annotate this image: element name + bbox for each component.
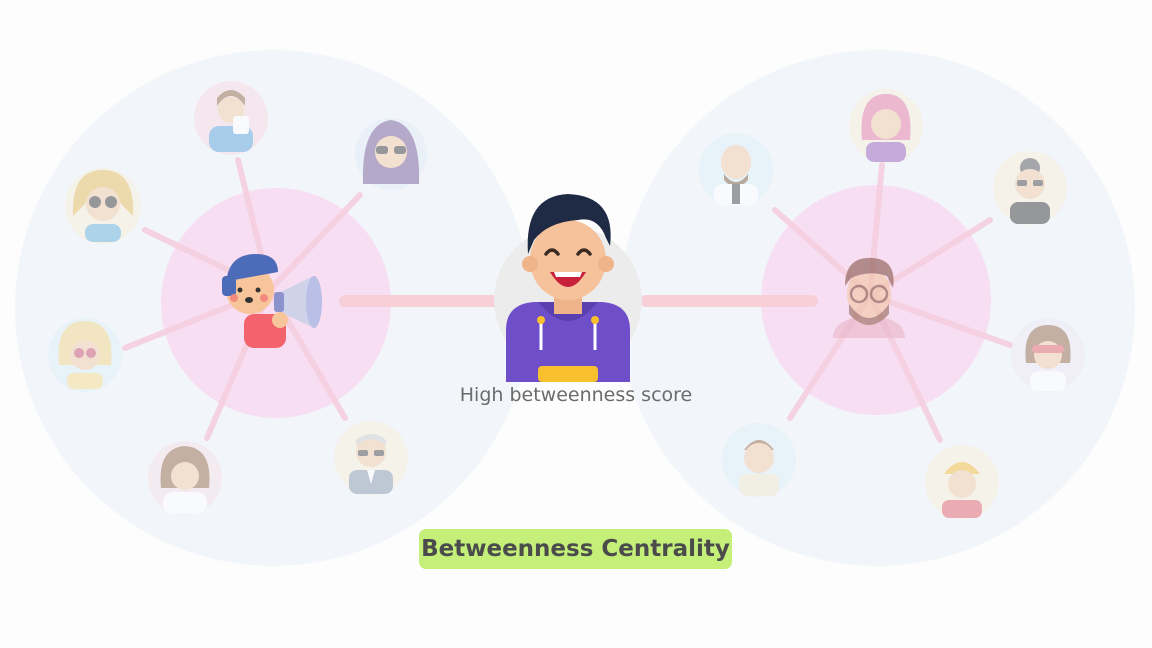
old-woman-with-glasses-icon <box>993 151 1067 225</box>
bald-man-with-beard-icon <box>699 133 773 207</box>
woman-covering-face-icon <box>148 441 222 515</box>
man-with-sunglasses-icon <box>355 118 427 190</box>
bearded-man-with-glasses-icon <box>833 257 905 338</box>
young-man-icon <box>722 423 796 497</box>
woman-with-sunglasses-icon <box>65 168 141 244</box>
woman-with-hat-icon <box>48 318 122 392</box>
person-with-megaphone-icon <box>222 254 322 348</box>
construction-worker-icon <box>925 445 999 519</box>
woman-with-headband-icon <box>849 89 923 163</box>
title-badge: Betweenness Centrality <box>419 529 732 569</box>
woman-with-goggles-icon <box>1011 318 1085 392</box>
old-man-with-glasses-icon <box>334 421 408 495</box>
center-person-label: High betweenness score <box>459 384 693 406</box>
woman-with-coffee-icon <box>194 81 268 155</box>
central-person-avatar-icon <box>506 194 630 382</box>
